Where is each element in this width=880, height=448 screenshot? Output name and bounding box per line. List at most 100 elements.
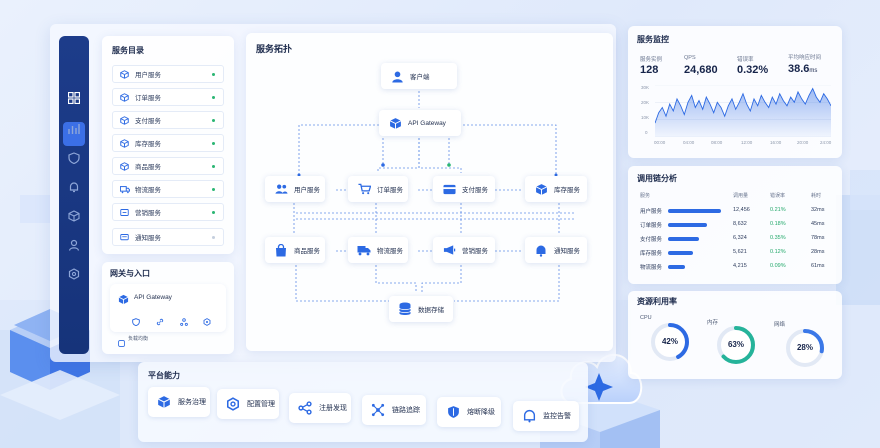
list-item[interactable]: 物流服务 <box>112 180 224 198</box>
topology-node-notify[interactable]: 通知服务 <box>525 237 587 263</box>
row-name: 用户服务 <box>640 209 663 215</box>
button-label: 注册发现 <box>319 405 347 412</box>
gateway-name: API Gateway <box>134 294 172 301</box>
series-line <box>655 87 831 124</box>
list-item[interactable]: 营销服务 <box>112 203 224 221</box>
list-item[interactable]: 通知服务 <box>112 228 224 246</box>
table-row[interactable]: 支付服务 6,324 0.35% 78ms <box>640 233 826 245</box>
memory-gauge <box>717 326 755 364</box>
row-name: 物流服务 <box>640 265 663 271</box>
load-balance-label: 负载均衡 <box>128 336 149 342</box>
bell-icon[interactable] <box>66 179 82 195</box>
list-item[interactable]: 库存服务 <box>112 134 224 152</box>
link-icon[interactable] <box>156 313 164 331</box>
status-dot <box>212 164 215 168</box>
button-label: 监控告警 <box>543 413 571 420</box>
button-label: 服务治理 <box>178 399 206 406</box>
button-label: 配置管理 <box>247 401 275 408</box>
row-calls: 4,215 <box>733 263 747 269</box>
metric-label: 错误率 <box>737 57 754 63</box>
circuit-breaker-button[interactable]: 熔断降级 <box>437 397 501 427</box>
list-item[interactable]: 支付服务 <box>112 111 224 129</box>
service-governance-button[interactable]: 服务治理 <box>148 387 210 417</box>
row-calls: 6,324 <box>733 235 747 241</box>
topology-node-payment[interactable]: 支付服务 <box>433 176 495 202</box>
cube-icon <box>120 161 130 171</box>
gear-icon <box>224 395 242 413</box>
status-dot <box>212 210 215 214</box>
list-item[interactable]: 用户服务 <box>112 65 224 83</box>
call-share-bar <box>668 237 699 241</box>
node-label: 数据存储 <box>418 307 444 314</box>
shield-icon[interactable] <box>66 150 82 166</box>
gateway-card[interactable] <box>110 284 226 332</box>
cube-icon <box>120 115 130 125</box>
list-item[interactable]: 订单服务 <box>112 88 224 106</box>
topology-node-user[interactable]: 用户服务 <box>265 176 325 202</box>
config-management-button[interactable]: 配置管理 <box>217 389 279 419</box>
row-error: 0.21% <box>770 207 786 213</box>
bag-icon <box>274 243 288 257</box>
chart-bars-icon[interactable] <box>66 121 82 137</box>
gear-icon[interactable] <box>203 313 211 331</box>
topology-node-order[interactable]: 订单服务 <box>348 176 408 202</box>
grid-icon[interactable] <box>66 90 82 106</box>
topology-node-marketing[interactable]: 营销服务 <box>433 237 495 263</box>
list-item-label: 物流服务 <box>135 187 161 194</box>
cube-icon <box>120 138 130 148</box>
row-calls: 8,632 <box>733 221 747 227</box>
nodes-icon[interactable] <box>180 313 188 331</box>
row-name: 支付服务 <box>640 237 663 243</box>
user-icon <box>390 69 404 83</box>
trace-panel <box>628 166 842 284</box>
topology-node-inventory[interactable]: 库存服务 <box>525 176 587 202</box>
topology-node-logistics[interactable]: 物流服务 <box>348 237 408 263</box>
table-row[interactable]: 物流服务 4,215 0.09% 61ms <box>640 261 826 273</box>
settings-icon[interactable] <box>66 266 82 282</box>
list-item[interactable]: 商品服务 <box>112 157 224 175</box>
table-row[interactable]: 库存服务 5,621 0.12% 28ms <box>640 247 826 259</box>
network-icon <box>369 401 387 419</box>
service-discovery-button[interactable]: 注册发现 <box>289 393 351 423</box>
status-dot <box>212 118 215 122</box>
nav-rail <box>59 36 89 354</box>
topology-node-storage[interactable]: 数据存储 <box>389 296 453 322</box>
metric-value: 38.6ms <box>788 63 818 75</box>
topology-node-client[interactable]: 客户端 <box>381 63 457 89</box>
call-share-bar <box>668 223 708 227</box>
network-gauge <box>786 329 824 367</box>
list-item-label: 库存服务 <box>135 141 161 148</box>
message-icon <box>120 232 130 242</box>
metric-label: 服务实例 <box>640 57 663 63</box>
y-tick-label: 0 <box>645 130 648 135</box>
gateway-cube-icon <box>118 292 129 310</box>
node-label: 客户端 <box>410 74 430 81</box>
table-row[interactable]: 用户服务 12,456 0.21% 32ms <box>640 205 826 217</box>
node-label: 库存服务 <box>554 187 580 194</box>
status-dot <box>212 95 215 99</box>
table-row[interactable]: 订单服务 8,632 0.18% 45ms <box>640 219 826 231</box>
monitoring-alert-button[interactable]: 监控告警 <box>513 401 579 431</box>
topology-edges <box>293 91 576 302</box>
gauge-label: CPU <box>640 315 652 321</box>
box-icon <box>534 182 548 196</box>
qps-area-chart <box>655 85 831 137</box>
tracing-button[interactable]: 链路追踪 <box>362 395 426 425</box>
row-time: 45ms <box>811 221 825 227</box>
topology-node-product[interactable]: 商品服务 <box>265 237 325 263</box>
node-label: 商品服务 <box>294 248 320 255</box>
status-dot <box>212 235 215 239</box>
row-time: 32ms <box>811 207 825 213</box>
truck-icon <box>357 243 371 257</box>
topology-node-gateway[interactable]: API Gateway <box>379 110 461 136</box>
row-error: 0.18% <box>770 221 786 227</box>
user-icon[interactable] <box>66 237 82 253</box>
memory-gauge-value: 63% <box>727 340 744 349</box>
shield-icon[interactable] <box>132 313 140 331</box>
cube-icon[interactable] <box>66 208 82 224</box>
megaphone-icon <box>120 207 130 217</box>
balance-icon <box>118 334 125 352</box>
x-tick-label: 20:00 <box>797 140 809 145</box>
megaphone-icon <box>442 243 456 257</box>
list-item-label: 商品服务 <box>135 164 161 171</box>
